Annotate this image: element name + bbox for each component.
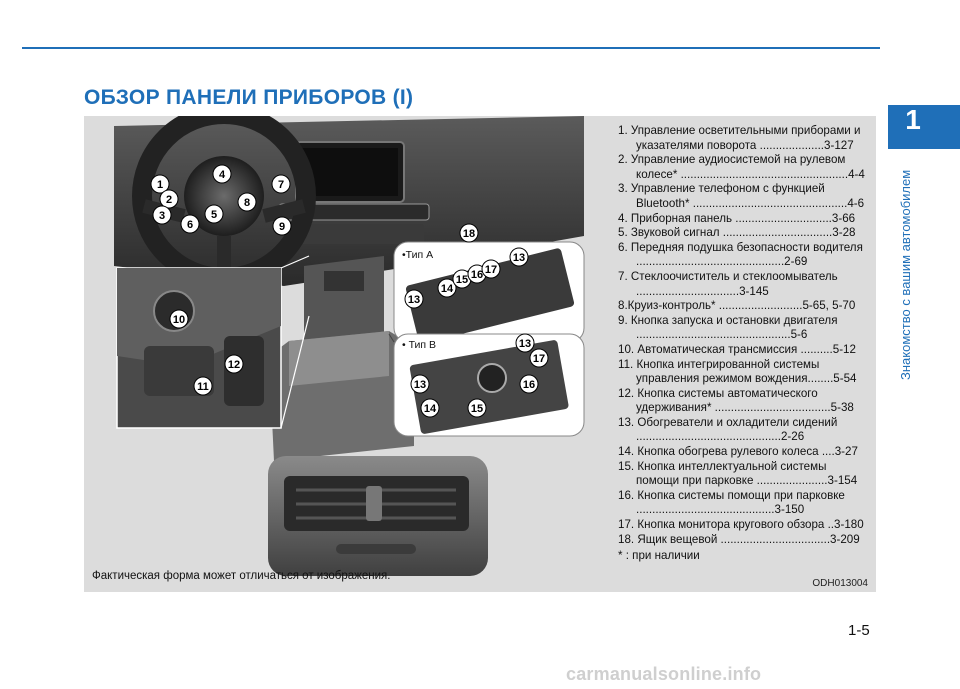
list-item: 8.Круиз-контроль* ......................… [618, 299, 856, 313]
page-number: 1-5 [848, 622, 870, 639]
list-item: 15. Кнопка интеллектуальной системы помо… [618, 459, 858, 488]
list-item: 1. Управление осветительными приборами и… [618, 124, 861, 152]
items-footnote: * : при наличии [618, 549, 700, 563]
list-item: 9. Кнопка запуска и остановки двигателя … [618, 313, 838, 342]
list-item: 13. Обогреватели и охладители сидений ..… [618, 415, 838, 444]
inset-a-label: •Тип A [402, 249, 433, 261]
callout-16: 16 [471, 269, 483, 281]
callout-5: 5 [211, 209, 217, 221]
callout-18: 18 [463, 228, 475, 240]
list-item: 14. Кнопка обогрева рулевого колеса ....… [618, 445, 858, 459]
callout-16: 16 [523, 379, 535, 391]
callout-3: 3 [159, 210, 165, 222]
callout-6: 6 [187, 219, 193, 231]
callout-11: 11 [197, 381, 209, 393]
callout-10: 10 [173, 314, 185, 326]
page-title: ОБЗОР ПАНЕЛИ ПРИБОРОВ (I) [84, 86, 414, 109]
callout-13: 13 [408, 294, 420, 306]
chapter-tab [888, 105, 960, 149]
callout-17: 17 [533, 353, 545, 365]
callout-2: 2 [166, 194, 172, 206]
chapter-number: 1 [905, 104, 921, 135]
callout-13: 13 [513, 252, 525, 264]
inset-b-label: • Тип B [402, 339, 436, 351]
callout-13: 13 [519, 338, 531, 350]
callout-13: 13 [414, 379, 426, 391]
callout-1: 1 [157, 179, 163, 191]
figure-panel: •Тип A • Тип B [84, 116, 876, 592]
figure-note: Фактическая форма может отличаться от из… [92, 570, 391, 582]
list-item: 2. Управление аудиосистемой на рулевом к… [618, 153, 865, 181]
list-item: 12. Кнопка системы автоматического удерж… [618, 386, 854, 415]
list-item: 3. Управление телефоном с функцией Bluet… [618, 182, 865, 210]
list-item: 5. Звуковой сигнал .....................… [618, 226, 856, 240]
callout-14: 14 [424, 403, 437, 415]
callout-15: 15 [471, 403, 483, 415]
item-list: 1. Управление осветительными приборами и… [618, 124, 868, 564]
top-rule [22, 47, 880, 49]
callout-8: 8 [244, 197, 250, 209]
watermark: carmanualsonline.info [566, 664, 762, 684]
figure-code: ODH013004 [812, 578, 868, 589]
callout-4: 4 [219, 169, 226, 181]
list-item: 18. Ящик вещевой .......................… [618, 532, 860, 546]
callout-15: 15 [456, 274, 468, 286]
callout-17: 17 [485, 264, 497, 276]
dashboard-illustration: •Тип A • Тип B [114, 116, 585, 576]
list-item: 16. Кнопка системы помощи при парковке .… [618, 488, 845, 517]
callout-7: 7 [278, 179, 284, 191]
list-item: 10. Автоматическая трансмиссия .........… [618, 342, 856, 356]
callout-12: 12 [228, 359, 240, 371]
list-item: 6. Передняя подушка безопасности водител… [618, 240, 863, 269]
callout-14: 14 [441, 283, 454, 295]
list-item: 11. Кнопка интегрированной системы управ… [618, 357, 857, 386]
list-item: 17. Кнопка монитора кругового обзора ..3… [618, 518, 864, 532]
list-item: 4. Приборная панель ....................… [618, 211, 856, 225]
callout-9: 9 [279, 221, 285, 233]
chapter-label: Знакомство с вашим автомобилем [898, 169, 913, 380]
list-item: 7. Стеклоочиститель и стеклоомыватель ..… [618, 269, 838, 298]
